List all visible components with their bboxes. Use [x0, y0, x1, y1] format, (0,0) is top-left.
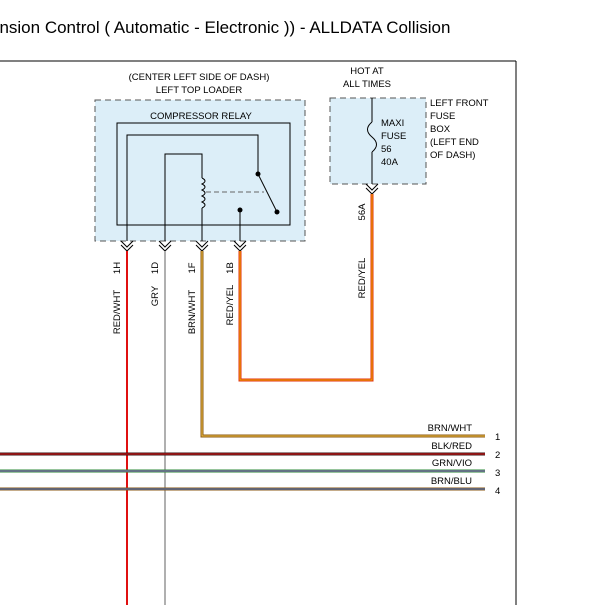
fuse-box-line4: (LEFT END [430, 137, 479, 148]
fuse-connector [365, 183, 379, 195]
wire-label-brn-wht: BRN/WHT [187, 290, 198, 335]
wire-num-4: 4 [495, 486, 500, 497]
switch-contact [274, 209, 280, 215]
relay-connectors [120, 240, 247, 252]
relay-body [116, 122, 291, 226]
fuse-power-line1: HOT AT [350, 66, 384, 77]
fuse-box-line5: OF DASH) [430, 150, 475, 161]
pin-connector-icon [195, 244, 209, 252]
fuse-box [329, 97, 427, 185]
fuse-type-line2: FUSE [381, 131, 406, 142]
fuse-box-line3: BOX [430, 124, 451, 135]
fuse-box-line1: LEFT FRONT [430, 98, 489, 109]
relay-switch-common [126, 134, 259, 241]
pin-connector-icon [120, 244, 134, 252]
relay-coil-loop [164, 153, 203, 241]
pin-connector-icon [233, 244, 247, 252]
relay-location-line1: (CENTER LEFT SIDE OF DASH) [129, 72, 270, 83]
wire-label-red-wht: RED/WHT [112, 290, 123, 335]
relay-location-line2: LEFT TOP LOADER [156, 85, 243, 96]
pin-connector-icon [158, 240, 172, 248]
wire-label-fuse-red-yel: RED/YEL [357, 258, 368, 299]
wire-brn-wht [200, 251, 485, 438]
wire-num-3: 3 [495, 468, 500, 479]
wire-num-1: 1 [495, 432, 500, 443]
fuse-type-line1: MAXI [381, 118, 404, 129]
wire-label-right-1: BRN/WHT [428, 423, 473, 434]
wire-label-right-2: BLK/RED [431, 441, 472, 452]
wire-label-right-4: BRN/BLU [431, 476, 472, 487]
coil-icon [200, 177, 206, 209]
pin-connector-icon [195, 240, 209, 248]
wire-num-2: 2 [495, 450, 500, 461]
fuse-pin-label: 56A [357, 203, 368, 221]
fuse-icon [367, 121, 377, 153]
pin-connector-icon [233, 240, 247, 248]
wire-red-yel [238, 194, 374, 382]
window-title: ension Control ( Automatic - Electronic … [0, 18, 451, 37]
fuse-number: 56 [381, 144, 392, 155]
pin-connector-icon [365, 187, 379, 195]
pin-connector-icon [120, 240, 134, 248]
pin-label-1b: 1B [225, 262, 236, 274]
pin-label-1f: 1F [187, 262, 198, 273]
relay-name: COMPRESSOR RELAY [150, 111, 252, 122]
pin-connector-icon [365, 183, 379, 191]
fuse-box-line2: FUSE [430, 111, 455, 122]
pin-connector-icon [158, 244, 172, 252]
pin-label-1h: 1H [112, 262, 123, 274]
wire-label-gry: GRY [150, 285, 161, 306]
fuse-rating: 40A [381, 157, 399, 168]
switch-arm [257, 173, 278, 213]
contact-dot [237, 207, 243, 213]
wire-label-right-3: GRN/VIO [432, 458, 472, 469]
wire-label-red-yel: RED/YEL [225, 285, 236, 326]
pin-label-1d: 1D [150, 262, 161, 274]
fuse-power-line2: ALL TIMES [343, 79, 391, 90]
